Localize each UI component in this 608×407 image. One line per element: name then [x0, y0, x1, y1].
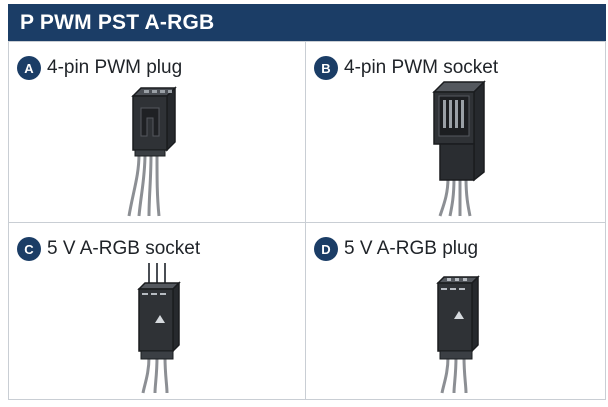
panel-b-label: 4-pin PWM socket: [344, 57, 499, 78]
panel-b-heading: B 4-pin PWM socket: [314, 56, 498, 80]
panel-d-heading: D 5 V A-RGB plug: [314, 237, 478, 261]
connector-grid: A 4-pin PWM plug: [8, 41, 606, 400]
panel-c-label: 5 V A-RGB socket: [47, 238, 201, 259]
argb-plug-icon: [436, 275, 480, 394]
panel-d: D 5 V A-RGB plug: [306, 223, 605, 399]
panel-c-heading: C 5 V A-RGB socket: [17, 237, 200, 261]
panel-d-badge: D: [314, 237, 338, 261]
panel-a-label: 4-pin PWM plug: [47, 57, 183, 78]
panel-c-badge: C: [17, 237, 41, 261]
page-title: P PWM PST A-RGB: [20, 10, 215, 34]
pwm-plug-icon: [127, 86, 177, 217]
grid-divider-vertical: [305, 42, 306, 399]
pwm-socket-icon: [432, 80, 486, 217]
panel-c: C 5 V A-RGB socket: [9, 223, 305, 399]
panel-a-heading: A 4-pin PWM plug: [17, 56, 182, 80]
panel-d-label: 5 V A-RGB plug: [344, 238, 479, 259]
argb-socket-icon: [137, 263, 181, 394]
panel-b-badge: B: [314, 56, 338, 80]
title-banner: P PWM PST A-RGB: [8, 4, 606, 41]
panel-b: B 4-pin PWM socket: [306, 42, 605, 222]
panel-a-badge: A: [17, 56, 41, 80]
panel-a: A 4-pin PWM plug: [9, 42, 305, 222]
grid-divider-horizontal: [9, 222, 605, 223]
